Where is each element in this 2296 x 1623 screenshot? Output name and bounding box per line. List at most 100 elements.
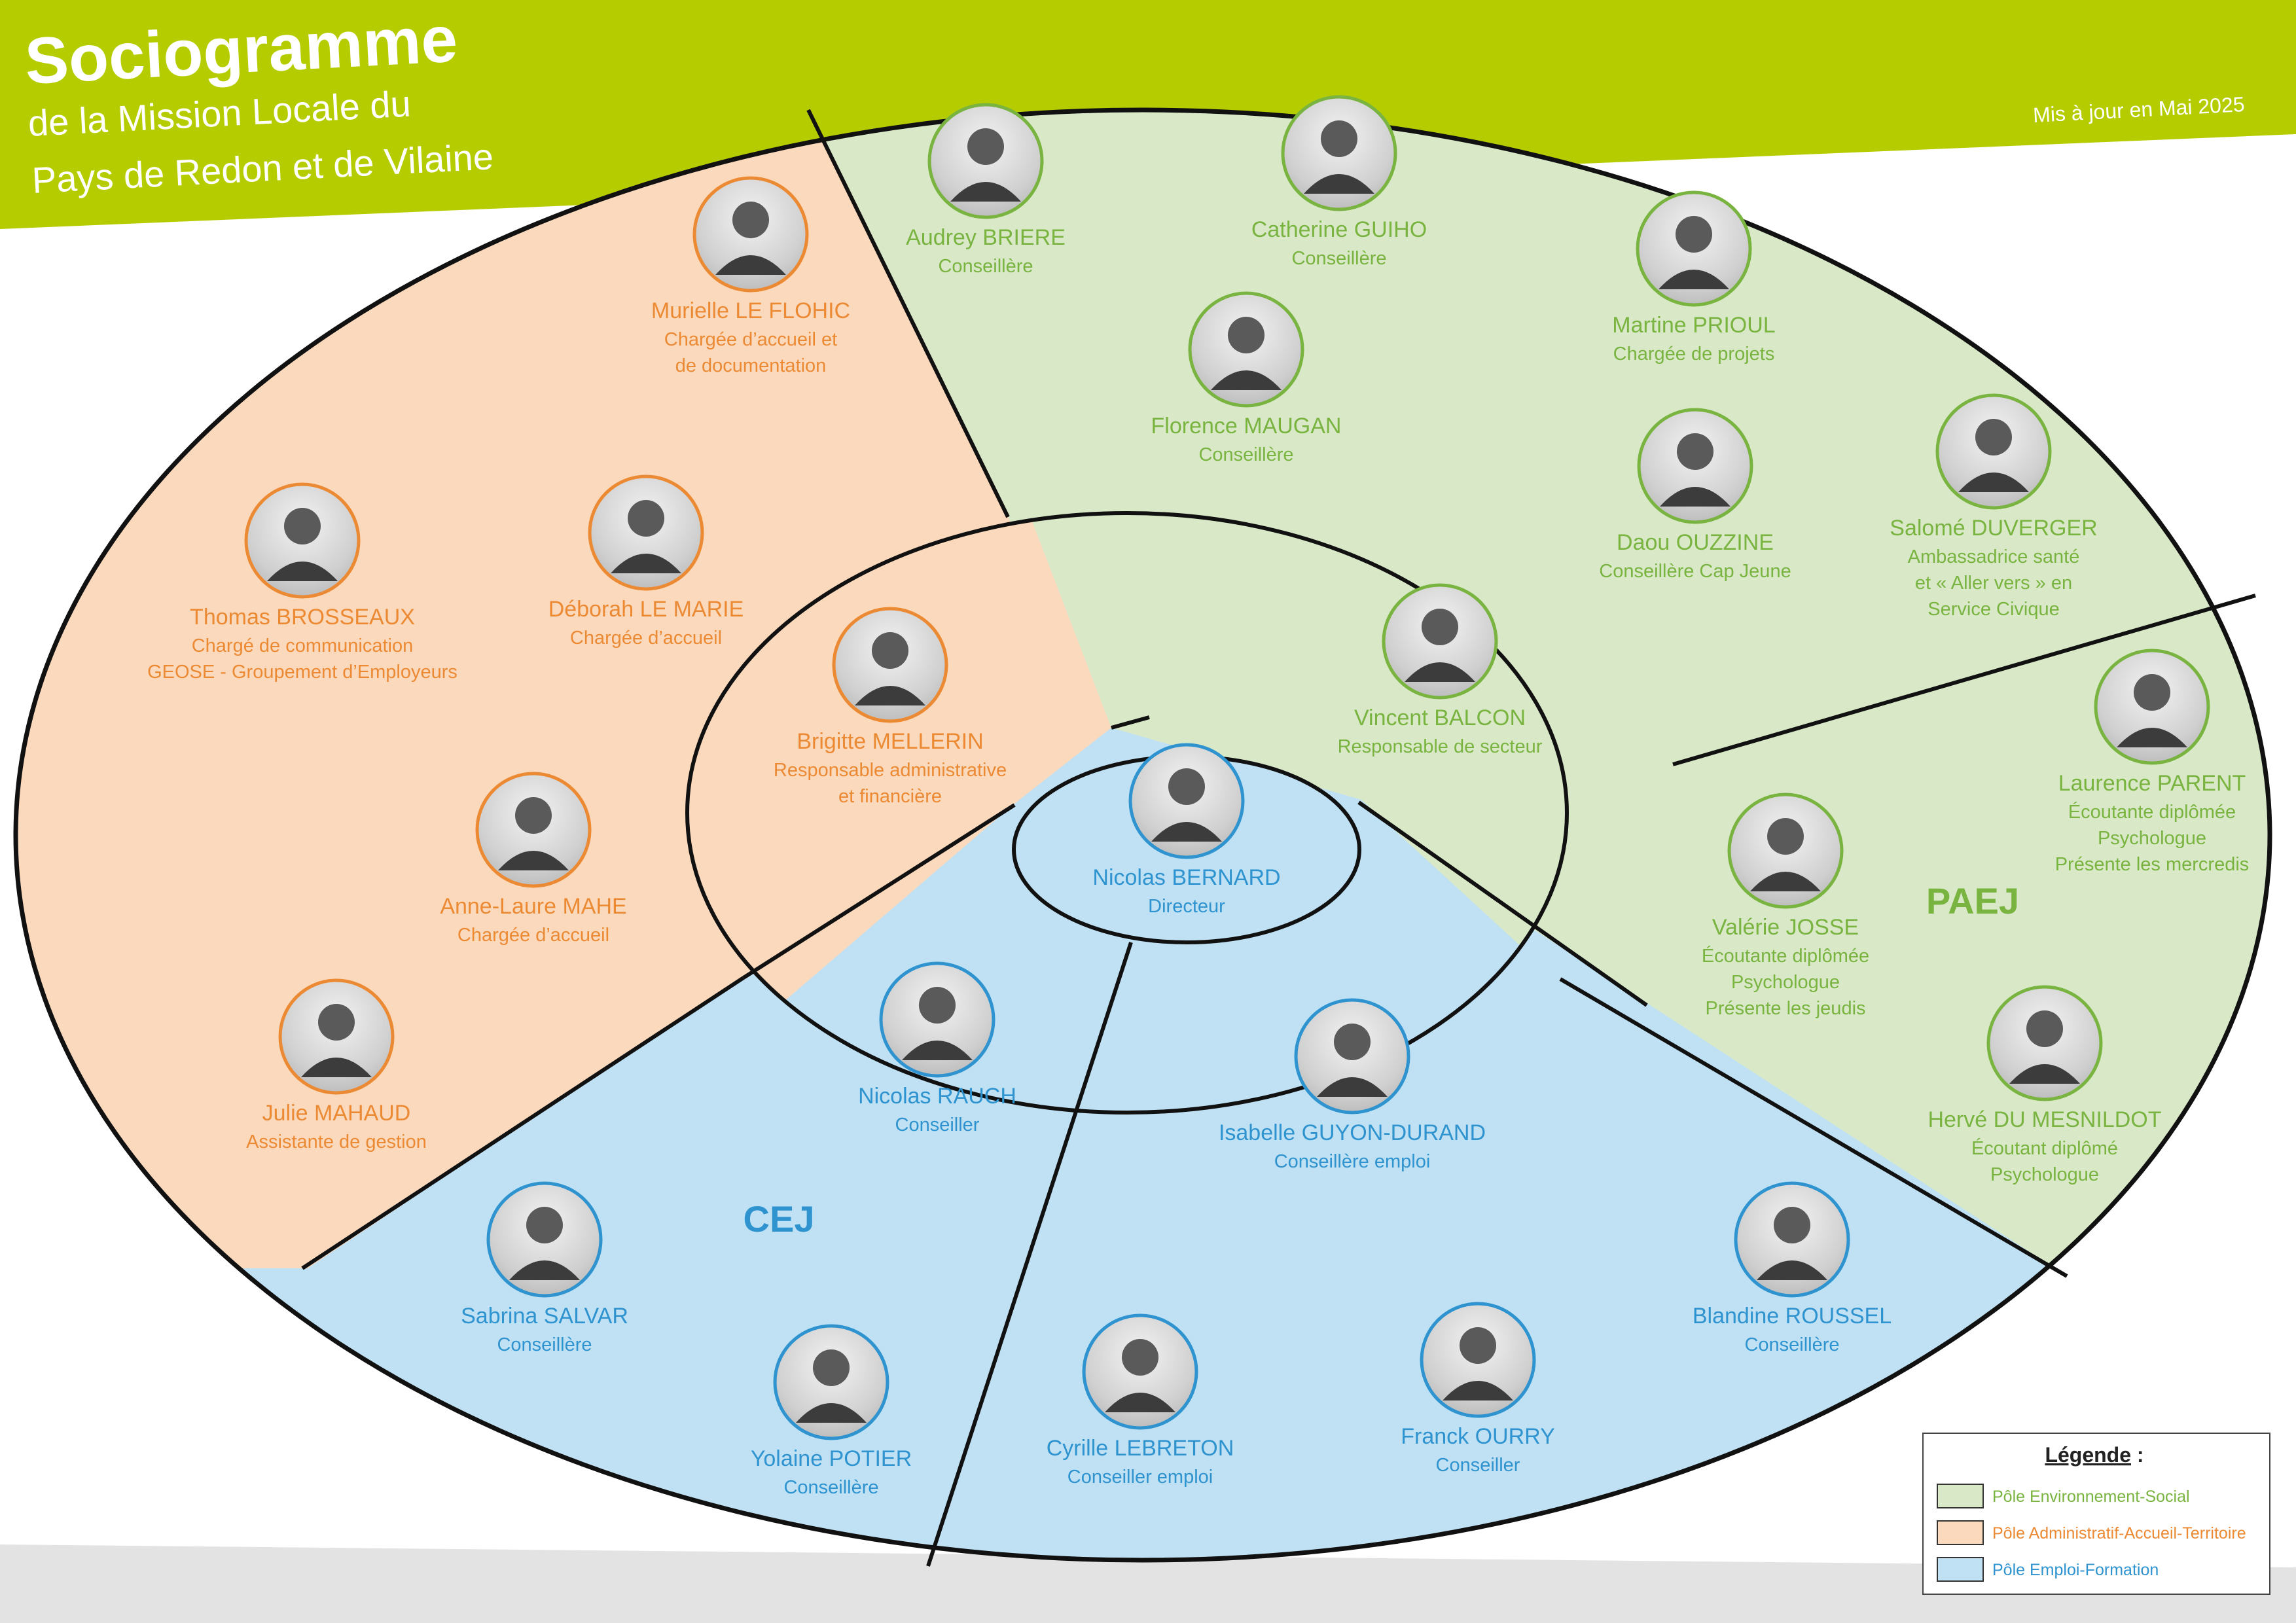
person-card-herve-du-mesnildot: Hervé DU MESNILDOT Écoutant diplôméPsycho… [1928,985,2162,1185]
portrait-shoulders-icon [855,686,925,705]
portrait-shoulders-icon [950,182,1021,202]
person-name: Florence MAUGAN [1151,414,1342,438]
person-role: Conseillère [783,1477,878,1498]
group-label-cej: CEJ [744,1198,815,1240]
legend-swatch [1937,1557,1984,1582]
legend-item-label: Pôle Environnement-Social [1992,1488,2190,1506]
legend: Légende : Pôle Environnement-SocialPôle … [1922,1433,2270,1595]
person-role: Chargée d’accueil [570,628,722,649]
person-role: Responsable administrative [774,760,1007,781]
portrait-shoulders-icon [1443,1381,1513,1400]
person-role: Présente les jeudis [1705,998,1865,1019]
inner-ring [685,511,1569,1115]
person-role: Écoutante diplômée [2068,801,2236,823]
legend-swatch [1937,1484,1984,1508]
person-role: et « Aller vers » en [1915,573,2072,594]
portrait-shoulders-icon [902,1041,973,1060]
person-name: Thomas BROSSEAUX [190,605,415,630]
portrait-shoulders-icon [301,1058,372,1077]
person-card-yolaine-potier: Yolaine POTIER Conseillère [751,1324,912,1498]
person-name: Audrey BRIERE [906,225,1066,250]
portrait-head-icon [1774,1207,1810,1243]
person-role: Écoutante diplômée [1702,945,1869,967]
person-role: Service Civique [1928,599,2059,620]
portrait-head-icon [1422,609,1458,645]
portrait-shoulders-icon [1211,370,1282,390]
person-role: Écoutant diplômé [1971,1137,2118,1159]
portrait-shoulders-icon [1151,822,1222,842]
portrait-head-icon [1975,419,2012,455]
person-name: Hervé DU MESNILDOT [1928,1107,2161,1132]
person-role: Ambassadrice santé [1908,546,2080,567]
portrait-shoulders-icon [2117,728,2187,747]
portrait-head-icon [2134,674,2170,711]
person-name: Yolaine POTIER [751,1446,912,1471]
portrait-shoulders-icon [611,554,681,573]
legend-heading: Légende : [2045,1443,2144,1467]
person-card-nicolas-rauch: Nicolas RAUCH Conseiller [858,961,1016,1135]
portrait-shoulders-icon [1757,1260,1827,1280]
person-role: Conseillère [1744,1334,1839,1355]
person-name: Isabelle GUYON-DURAND [1219,1120,1486,1145]
person-card-blandine-roussel: Blandine ROUSSEL Conseillère [1693,1181,1892,1355]
person-card-franck-ourry: Franck OURRY Conseiller [1401,1302,1555,1476]
person-role: Conseillère [1291,248,1386,269]
person-name: Julie MAHAUD [262,1101,411,1126]
person-name: Anne-Laure MAHE [440,894,626,919]
person-name: Martine PRIOUL [1612,313,1775,338]
portrait-head-icon [967,128,1004,165]
portrait-shoulders-icon [509,1260,580,1280]
person-role: Conseillère Cap Jeune [1599,561,1791,582]
portrait-head-icon [515,797,552,834]
portrait-head-icon [919,987,956,1024]
portrait-head-icon [732,202,769,238]
person-role: Psychologue [2098,828,2206,849]
footer-band [0,1544,2296,1623]
person-role: Directeur [1148,896,1225,917]
person-role: Chargée de projets [1613,344,1775,365]
person-role: Chargé de communication [192,635,414,656]
person-role: et financière [838,786,942,807]
person-role: Conseiller [1436,1455,1520,1476]
group-label-paej: PAEJ [1926,880,2019,921]
person-role: de documentation [675,355,827,376]
person-name: Franck OURRY [1401,1424,1555,1449]
person-name: Salomé DUVERGER [1890,516,2097,541]
portrait-head-icon [1122,1339,1158,1376]
person-role: Psychologue [1990,1164,2099,1185]
portrait-head-icon [284,508,321,544]
person-role: Conseiller [895,1115,980,1135]
portrait-shoulders-icon [1317,1077,1388,1097]
person-name: Catherine GUIHO [1251,217,1427,242]
portrait-head-icon [1228,317,1265,353]
person-role: Présente les mercredis [2055,854,2250,875]
portrait-shoulders-icon [1958,473,2029,492]
person-name: Sabrina SALVAR [461,1304,628,1329]
portrait-head-icon [813,1349,850,1386]
portrait-shoulders-icon [796,1403,867,1423]
person-name: Nicolas RAUCH [858,1084,1016,1109]
portrait-shoulders-icon [1105,1393,1175,1412]
portrait-head-icon [872,632,908,669]
portrait-head-icon [1321,120,1357,157]
portrait-head-icon [628,500,664,537]
portrait-head-icon [1677,433,1713,470]
person-card-salome-duverger: Salomé DUVERGER Ambassadrice santé et « Al… [1890,393,2098,620]
person-role: Conseiller emploi [1067,1467,1213,1488]
person-name: Blandine ROUSSEL [1693,1304,1892,1329]
pole-environnement-area [808,110,2270,1276]
person-name: Daou OUZZINE [1617,530,1774,555]
